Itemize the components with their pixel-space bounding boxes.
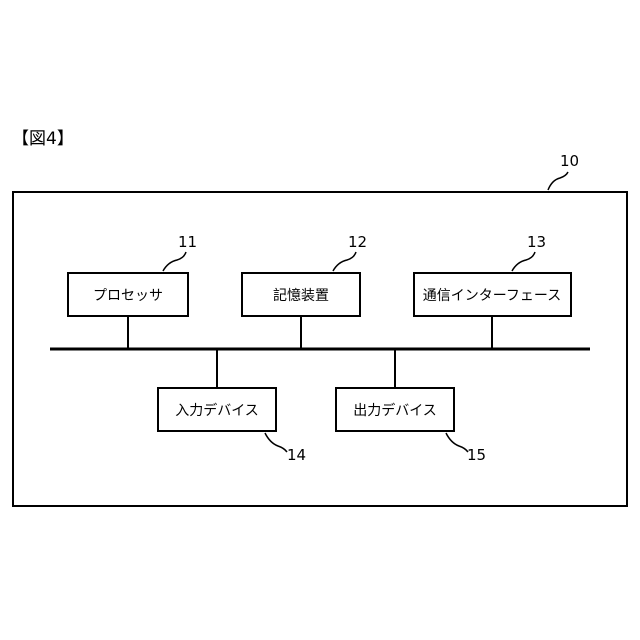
processor-label: プロセッサ <box>93 288 163 304</box>
processor-ref-leader <box>163 252 186 271</box>
input-device-ref-leader <box>265 433 287 452</box>
output-device-ref-leader <box>446 433 468 452</box>
storage-ref-label: 12 <box>348 233 367 251</box>
storage-label: 記憶装置 <box>273 287 329 304</box>
comm-interface-ref-label: 13 <box>527 233 546 251</box>
input-device-ref-label: 14 <box>287 446 306 464</box>
comm-interface-label: 通信インターフェース <box>423 288 561 304</box>
device-ref-label: 10 <box>560 152 579 170</box>
storage-ref-leader <box>333 252 356 271</box>
input-device-label: 入力デバイス <box>175 402 259 419</box>
comm-interface-ref-leader <box>512 252 535 271</box>
device-ref-leader <box>548 172 568 190</box>
output-device-ref-label: 15 <box>467 446 486 464</box>
processor-ref-label: 11 <box>178 233 197 251</box>
output-device-label: 出力デバイス <box>353 402 437 419</box>
